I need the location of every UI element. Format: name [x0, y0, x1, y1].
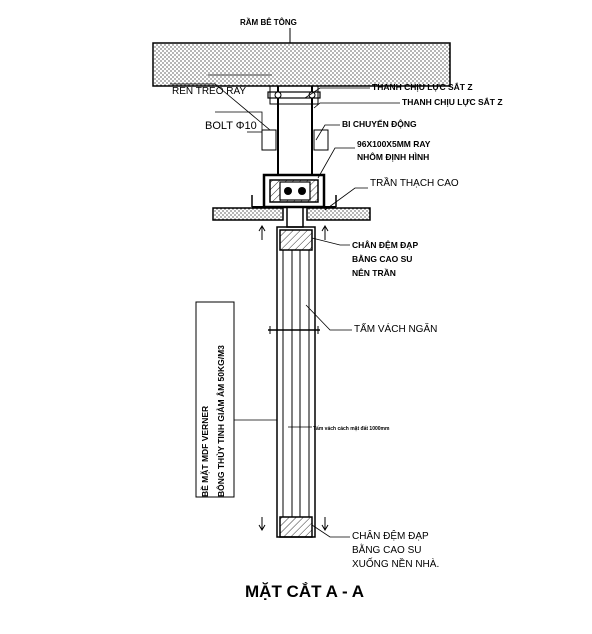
partition-panel-label: TẤM VÁCH NGĂN	[354, 322, 437, 335]
rail-label-line1: 96X100X5MM RAY	[357, 139, 431, 149]
top-seal-line1: CHÂN ĐỆM ĐẠP	[352, 239, 418, 250]
hanger-rods	[261, 85, 329, 175]
slab-label: RẦM BÊ TÔNG	[240, 17, 297, 27]
trolley-label: BI CHUYỂN ĐỘNG	[342, 118, 417, 129]
panel-note: Tấm vách cách mặt đất 1000mm	[313, 425, 390, 432]
material-note-line1: BỀ MẶT MDF VERNER	[200, 406, 210, 497]
rail-label-line2: NHÔM ĐỊNH HÌNH	[357, 151, 429, 162]
concrete-slab	[152, 28, 451, 87]
material-note-box	[195, 301, 277, 498]
bolt-label: BOLT Φ10	[205, 120, 257, 132]
z-bracket-label-1: THANH CHỊU LỰC SẮT Z	[372, 82, 473, 92]
leader-lines-lower	[288, 237, 352, 538]
bottom-seal-line2: BẰNG CAO SU	[352, 543, 421, 556]
floor-arrows	[258, 517, 329, 531]
gypsum-ceiling-label: TRẦN THẠCH CAO	[370, 176, 459, 189]
top-seal-line2: BẰNG CAO SU	[352, 254, 412, 264]
rail-assembly	[251, 173, 337, 228]
top-seal-line3: NÊN TRẦN	[352, 267, 396, 278]
bottom-seal-line1: CHÂN ĐỆM ĐẠP	[352, 529, 429, 542]
ceiling-arrows	[258, 225, 329, 240]
z-bracket-label-2: THANH CHỊU LỰC SẮT Z	[402, 97, 503, 107]
leader-lines-top	[170, 74, 400, 211]
gypsum-ceiling	[212, 207, 371, 221]
bottom-seal-line3: XUỐNG NỀN NHÀ.	[352, 556, 439, 570]
hanger-rod-label: REN TREO RAY	[172, 86, 246, 97]
material-note-line2: BÔNG THỦY TINH GIẢM ÂM 50KG/M3	[215, 345, 226, 497]
section-title: MẶT CẮT A - A	[245, 582, 364, 601]
partition-panel	[268, 226, 320, 538]
